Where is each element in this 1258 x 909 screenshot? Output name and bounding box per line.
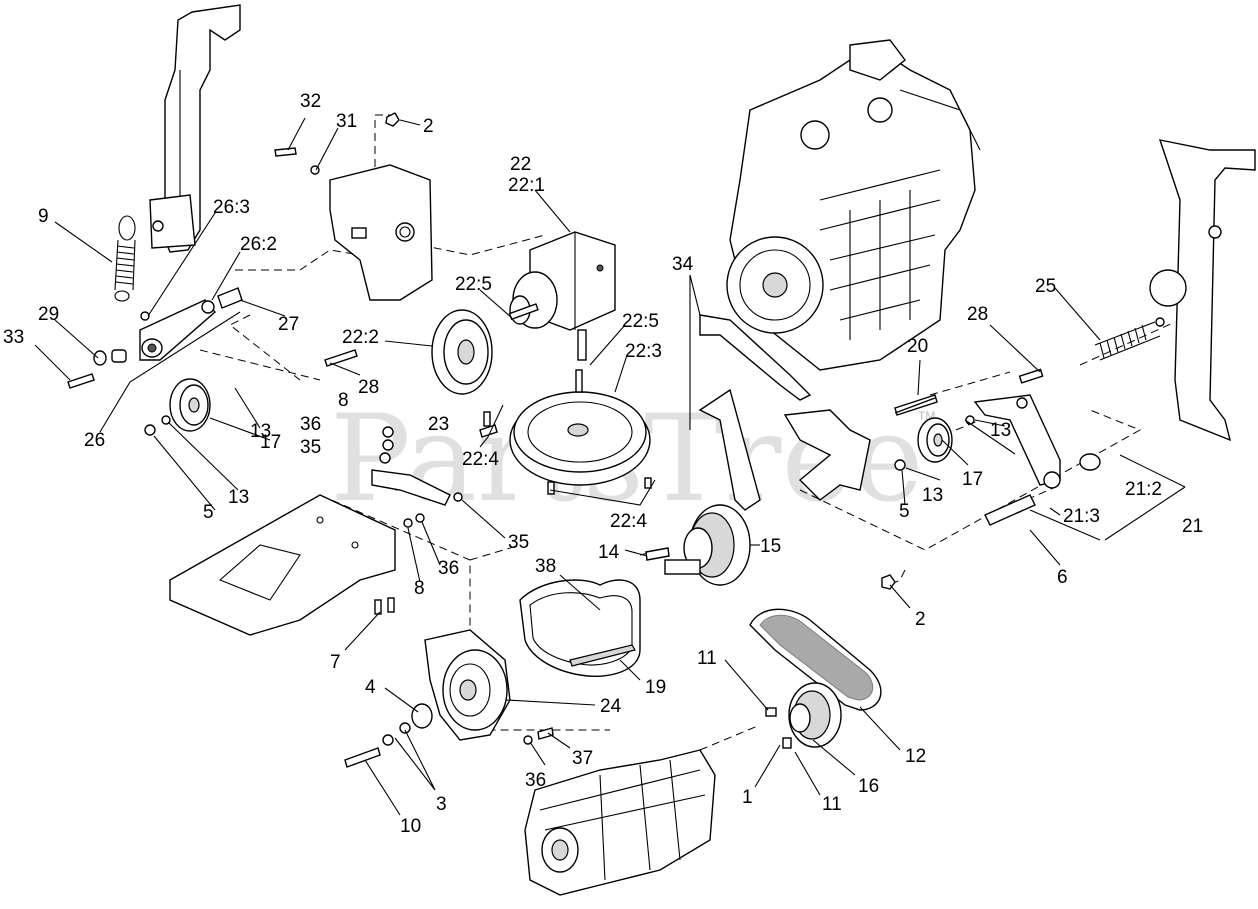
bracket-23 [371,426,463,528]
idler-arm-21 [973,394,1101,526]
callout-38: 38 [535,556,556,577]
callout-37: 37 [572,748,593,769]
callout-5: 5 [203,502,214,523]
idler-pulley-17-right [894,415,975,471]
callout-31: 31 [336,111,357,132]
callout-5b: 5 [899,501,910,522]
right-control-lever-bracket [1149,139,1256,442]
callout-36: 36 [300,414,321,435]
pump-pulley-16 [765,682,842,749]
callout-15: 15 [760,536,781,557]
callout-12: 12 [905,746,926,767]
callout-22-4: 22:4 [462,449,499,470]
callout-8: 8 [338,390,349,411]
callout-13c: 13 [228,487,249,508]
hydrostatic-pump [524,749,716,896]
callout-1: 1 [742,787,753,808]
callout-11b: 11 [822,794,842,815]
callout-27: 27 [278,314,299,335]
callout-19: 19 [645,677,666,698]
callout-11: 11 [697,648,717,669]
callout-22-5: 22:5 [455,274,492,295]
callout-22: 22 [510,154,531,175]
callout-4: 4 [365,677,376,698]
callout-35: 35 [300,437,321,458]
idler-lever-arm-26 [67,287,243,389]
callout-22-4b: 22:4 [610,511,647,532]
belt-34 [698,314,812,511]
hardware-misc [324,349,1044,590]
callout-21-2: 21:2 [1125,479,1162,500]
callout-10: 10 [400,816,421,837]
callout-6: 6 [1057,567,1068,588]
callout-29: 29 [38,304,59,325]
callout-35b: 35 [508,532,529,553]
clutch-pulley-15 [645,504,751,586]
callout-26: 26 [84,430,105,451]
callout-17b: 17 [962,469,983,490]
callout-7: 7 [330,652,341,673]
callout-22-5b: 22:5 [622,311,659,332]
extension-spring-9 [114,215,136,302]
callout-9: 9 [38,206,49,227]
callout-34: 34 [672,254,694,275]
callout-28b: 28 [358,377,379,398]
drive-belt-12 [749,608,882,711]
belt-19 [519,579,641,677]
callout-13: 13 [250,421,271,442]
callout-2b: 2 [915,609,926,630]
callout-14: 14 [598,542,620,563]
leader-lines [34,117,1186,816]
callout-25: 25 [1035,276,1056,297]
callout-13d: 13 [922,485,943,506]
base-plate [169,494,396,636]
callout-26-3: 26:3 [213,197,250,218]
callout-21-3: 21:3 [1063,506,1100,527]
callout-21: 21 [1182,516,1203,537]
callout-36b: 36 [438,558,459,579]
engine [726,39,981,371]
callout-22-1: 22:1 [508,175,545,196]
mounting-plate-top [274,112,433,301]
callout-26-2: 26:2 [240,234,277,255]
callout-23: 23 [428,414,449,435]
callout-24: 24 [600,696,622,717]
left-control-lever-bracket [149,4,241,253]
gearbox-22 [508,231,616,361]
callout-22-2: 22:2 [342,327,379,348]
callout-17: 17 [260,432,281,453]
callout-36c: 36 [525,770,546,791]
callout-32: 32 [300,91,321,112]
pulley-22-2 [431,309,493,427]
callout-8b: 8 [414,578,425,599]
callout-16: 16 [858,776,879,797]
large-pulley-22-3 [509,369,652,495]
callout-3: 3 [436,794,447,815]
callout-28: 28 [967,304,988,325]
callout-labels: 32 31 2 22 22:1 9 26:3 26:2 22:5 34 27 2… [3,91,1203,837]
callout-20: 20 [907,336,928,357]
callout-22-3: 22:3 [625,341,662,362]
idler-pulley-17-left [144,378,211,436]
callout-33: 33 [3,327,24,348]
electric-clutch-24 [344,629,554,768]
callout-2: 2 [423,116,434,137]
callout-13b: 13 [990,420,1011,441]
extension-spring-25 [1094,317,1165,361]
